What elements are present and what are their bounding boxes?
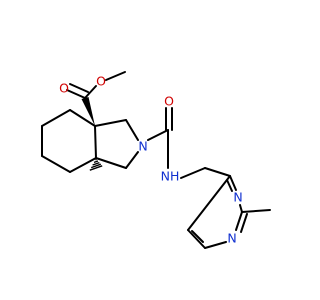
bond-n-carbonyl-c [147, 129, 169, 141]
atom-ester-o-carbonyl: O [59, 81, 69, 96]
bonds [41, 71, 271, 249]
bond-c3a-c3 [94, 119, 127, 127]
atom-labels: O O O N NH N N [59, 74, 243, 246]
bond-nh-ch2 [180, 167, 206, 179]
bond-c2-methyl [241, 209, 271, 213]
bond-ester-c-o-double-a [66, 89, 86, 99]
atom-ester-o-single: O [96, 74, 106, 89]
bond-c4-n3 [229, 175, 237, 191]
bond-n3-c2 [239, 204, 243, 213]
bond-c6-c5-inner [191, 230, 204, 243]
bond-c3a-c7a [94, 125, 97, 159]
atom-pyrimidine-n1: N [227, 231, 236, 246]
atom-pyrimidine-n3: N [233, 190, 242, 205]
molecule-structure: O O O N NH N N [41, 71, 271, 249]
atom-amide-nh: NH [161, 169, 180, 184]
atom-amide-o: O [164, 94, 174, 109]
bond-c4-c5 [41, 109, 71, 127]
bond-ch2-pyrimidine [204, 167, 231, 177]
bond-c5-c4 [187, 175, 231, 231]
bond-c2-n1 [235, 211, 243, 231]
bond-c6-c7 [41, 155, 71, 173]
bond-c3a-ester-wedge [81, 97, 95, 126]
bond-c2-n1-inner [240, 213, 248, 233]
bond-n1-c6 [204, 241, 227, 249]
bond-c6-c5 [187, 229, 206, 249]
bond-c3-n [125, 119, 139, 141]
bond-c7-c7a [69, 157, 97, 173]
bond-c4-n3-inner [226, 179, 233, 192]
bond-c7a-h-hash [89, 158, 103, 171]
bond-o-methyl [105, 71, 126, 81]
bond-ester-c-o-single [84, 85, 97, 99]
bond-c1-c7a [95, 157, 127, 169]
bond-c3a-c4 [69, 109, 96, 127]
atom-ring-n: N [138, 139, 147, 154]
bond-n-c1 [125, 151, 139, 169]
bond-ester-c-o-double-b [69, 83, 89, 93]
